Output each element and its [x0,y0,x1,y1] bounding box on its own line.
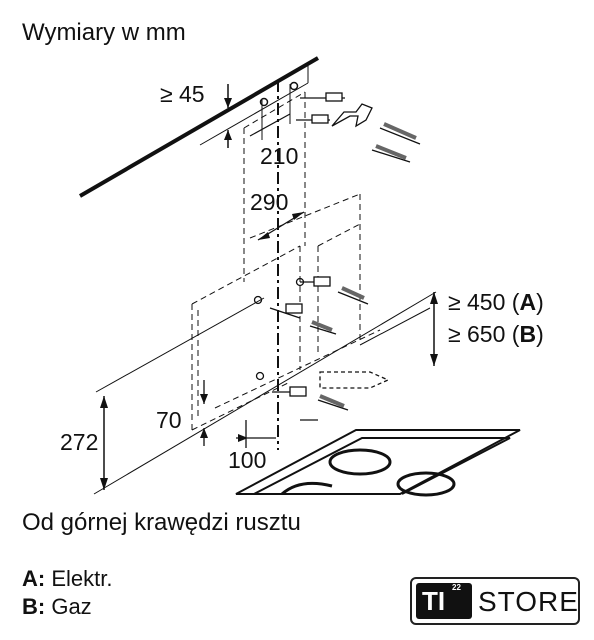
legend-b: B: Gaz [22,594,92,619]
dim-210-label: 210 [260,143,298,169]
reference-lines [93,291,437,495]
dim-70-arrows [200,380,208,446]
top-mounting-hardware [296,92,421,163]
legend-a: A: Elektr. [22,566,112,591]
wall-screws [253,276,390,421]
hood-outline-dashed [191,193,381,431]
height-b-label: ≥ 650 (B) [448,321,544,347]
hob-cooktop [235,429,521,497]
height-a-label: ≥ 450 (A) [448,289,544,315]
dim-290-arrows [257,211,305,241]
dim-100-label: 100 [228,447,266,473]
logo-mark: TI [416,583,472,619]
dim-70-label: 70 [156,407,182,433]
dim-272-label: 272 [60,429,98,455]
dim-100-arrows [236,420,276,448]
caption-text: Od górnej krawędzi rusztu [22,509,301,536]
logo-superscript: 22 [452,583,461,592]
dim-272-arrows [100,396,108,490]
diagram-title: Wymiary w mm [22,19,186,46]
top-offset-label: ≥ 45 [160,81,205,107]
logo-text: STORE [478,586,579,617]
dim-290-label: 290 [250,189,288,215]
ceiling-line [78,56,320,198]
store-logo: TI 22 STORE [410,577,580,625]
height-dimension [430,292,438,366]
